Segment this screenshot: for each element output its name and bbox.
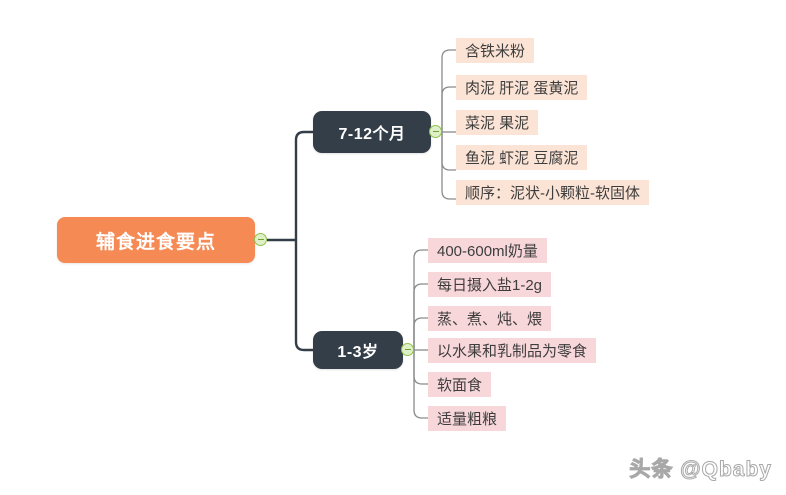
branch-1-leaf-4-wire bbox=[413, 350, 428, 385]
leaf-node[interactable]: 软面食 bbox=[428, 372, 492, 397]
root-node[interactable]: 辅食进食要点 bbox=[57, 217, 255, 263]
leaf-node[interactable]: 肉泥 肝泥 蛋黄泥 bbox=[456, 75, 588, 100]
branch-node-label: 1-3岁 bbox=[337, 344, 379, 361]
branch-node-1-3-years[interactable]: 1-3岁 bbox=[313, 331, 403, 369]
branch-1-leaf-1-wire bbox=[413, 283, 428, 350]
watermark: 头条 @Qbaby bbox=[629, 458, 772, 482]
collapse-toggle-icon-branch-0[interactable] bbox=[429, 125, 442, 138]
collapse-toggle-icon-root[interactable] bbox=[254, 233, 267, 246]
leaf-node[interactable]: 400-600ml奶量 bbox=[428, 238, 547, 263]
leaf-node[interactable]: 菜泥 果泥 bbox=[456, 110, 539, 135]
branch-node-7-12-months[interactable]: 7-12个月 bbox=[313, 111, 431, 153]
branch-node-label: 7-12个月 bbox=[338, 126, 406, 143]
root-node-label: 辅食进食要点 bbox=[95, 231, 216, 253]
leaf-node[interactable]: 每日摄入盐1-2g bbox=[428, 272, 552, 297]
branch-1-leaf-0-wire bbox=[413, 249, 428, 350]
branch-0-leaf-1-wire bbox=[441, 86, 456, 132]
leaf-node[interactable]: 适量粗粮 bbox=[428, 406, 507, 431]
leaf-node[interactable]: 顺序：泥状-小颗粒-软固体 bbox=[456, 180, 649, 205]
branch-0-leaf-3-wire bbox=[441, 132, 456, 171]
branch-1-leaf-5-wire bbox=[413, 350, 428, 419]
branch-1-leaf-2-wire bbox=[413, 317, 428, 350]
leaf-node[interactable]: 含铁米粉 bbox=[456, 38, 535, 63]
leaf-node[interactable]: 蒸、煮、炖、煨 bbox=[428, 306, 552, 331]
branch-0-leaf-4-wire bbox=[441, 132, 456, 200]
trunk-to-branch-0 bbox=[294, 130, 313, 240]
collapse-toggle-icon-branch-1[interactable] bbox=[401, 343, 414, 356]
leaf-node[interactable]: 以水果和乳制品为零食 bbox=[428, 338, 597, 363]
branch-0-leaf-0-wire bbox=[441, 49, 456, 132]
trunk-to-branch-1 bbox=[294, 240, 313, 352]
leaf-node[interactable]: 鱼泥 虾泥 豆腐泥 bbox=[456, 145, 588, 170]
